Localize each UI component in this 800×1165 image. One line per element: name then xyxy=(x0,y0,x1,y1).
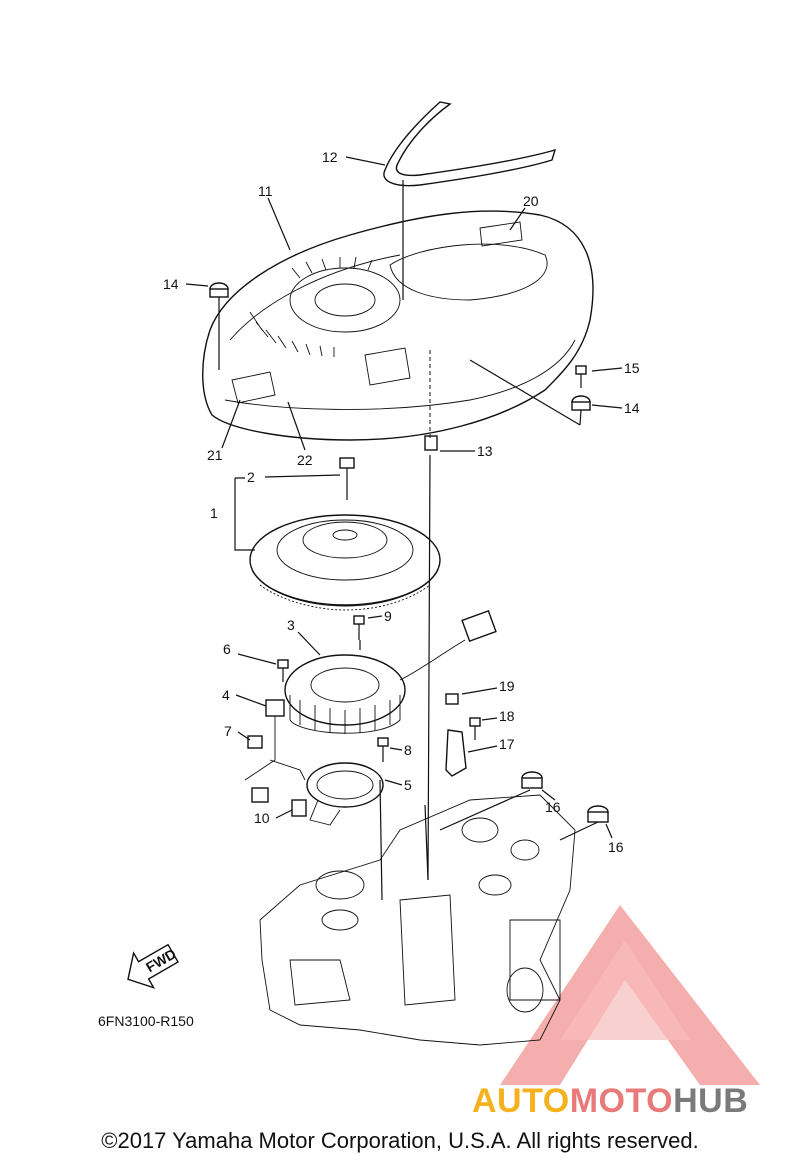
watermark-part3: HUB xyxy=(673,1082,749,1120)
callout-18: 18 xyxy=(499,708,515,724)
callout-20: 20 xyxy=(523,193,539,209)
callouts: 12 11 20 14 15 14 21 22 13 2 1 9 3 6 4 7… xyxy=(163,149,640,855)
callout-17: 17 xyxy=(499,736,515,752)
callout-12: 12 xyxy=(322,149,338,165)
callout-10: 10 xyxy=(254,810,270,826)
callout-9: 9 xyxy=(384,608,392,624)
callout-16b: 16 xyxy=(608,839,624,855)
callout-22: 22 xyxy=(297,452,313,468)
callout-4: 4 xyxy=(222,687,230,703)
pulser-bracket xyxy=(306,762,384,826)
callout-16a: 16 xyxy=(545,799,561,815)
stator-assembly xyxy=(284,639,466,734)
screws xyxy=(277,615,389,762)
callout-2: 2 xyxy=(247,469,255,485)
callout-1: 1 xyxy=(210,505,218,521)
callout-11: 11 xyxy=(258,183,273,199)
watermark-logo-icon xyxy=(500,905,760,1085)
pulser-coil xyxy=(244,699,307,817)
flywheel-bolt xyxy=(339,457,355,500)
flywheel-magneto xyxy=(249,514,441,611)
callout-8: 8 xyxy=(404,742,412,758)
flywheel-cover xyxy=(202,210,594,441)
wire-stay xyxy=(445,693,481,777)
callout-19: 19 xyxy=(499,678,515,694)
callout-6: 6 xyxy=(223,641,231,657)
fwd-arrow-icon: FWD xyxy=(127,943,179,989)
engine-block xyxy=(259,794,576,1046)
callout-14a: 14 xyxy=(163,276,179,292)
callout-14b: 14 xyxy=(624,400,640,416)
watermark-part2: MOTO xyxy=(569,1082,674,1120)
callout-15: 15 xyxy=(624,360,640,376)
callout-21: 21 xyxy=(207,447,223,463)
leader-lines xyxy=(218,180,599,901)
stator-connector xyxy=(461,609,497,643)
watermark-brand: AUTOMOTOHUB xyxy=(472,1082,748,1121)
callout-13: 13 xyxy=(477,443,493,459)
reference-code: 6FN3100-R150 xyxy=(98,1013,194,1029)
wire-loop xyxy=(383,101,557,187)
callout-3: 3 xyxy=(287,617,295,633)
callout-5: 5 xyxy=(404,777,412,793)
watermark-part1: AUTO xyxy=(472,1082,570,1120)
callout-7: 7 xyxy=(224,723,232,739)
grommets xyxy=(209,282,609,823)
copyright-notice: ©2017 Yamaha Motor Corporation, U.S.A. A… xyxy=(101,1128,699,1153)
cover-vent-icon xyxy=(249,256,401,357)
